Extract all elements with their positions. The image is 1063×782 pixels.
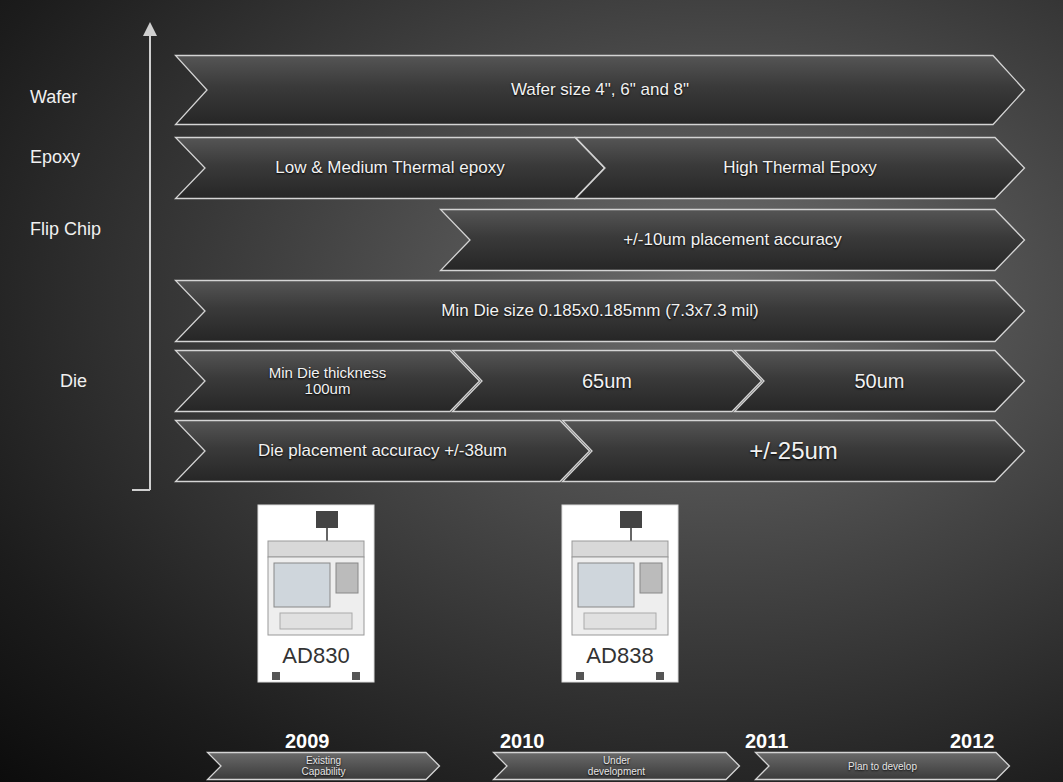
chevron-outline [176, 421, 590, 482]
chevron-text: Plan to develop [848, 761, 917, 772]
chevron-text: Min Die thickness 100um [253, 365, 403, 398]
chevron-outline [441, 210, 1025, 271]
chevron-text: +/-10um placement accuracy [623, 231, 842, 250]
chevron-outline [494, 753, 740, 780]
roadmap-chevron: 50um [734, 350, 1025, 412]
roadmap-chevron: +/-10um placement accuracy [440, 209, 1025, 271]
row-label: Epoxy [30, 148, 80, 168]
machine-name: AD830 [258, 644, 374, 668]
year-label: 2012 [950, 730, 995, 752]
chevron-outline [208, 753, 440, 780]
roadmap-chevron: Low & Medium Thermal epoxy [175, 137, 605, 199]
roadmap-chevron: Min Die thickness 100um [175, 350, 480, 412]
year-label: 2011 [745, 730, 788, 752]
chevron-text: Die placement accuracy +/-38um [258, 442, 507, 461]
machine-picture [258, 505, 374, 682]
chevron-text: 65um [582, 370, 632, 392]
roadmap-chevron: Wafer size 4", 6" and 8" [175, 55, 1025, 125]
chevron-outline [563, 421, 1025, 482]
phase-chevron: Existing Capability [207, 752, 440, 780]
chevron-text: Min Die size 0.185x0.185mm (7.3x7.3 mil) [441, 302, 758, 321]
roadmap-chevron: +/-25um [562, 420, 1025, 482]
phase-chevron: Under development [493, 752, 740, 780]
chevron-outline [176, 138, 605, 199]
row-label: Wafer [30, 88, 77, 108]
chevron-outline [176, 281, 1025, 342]
chevron-outline [453, 351, 762, 412]
chevron-text: Wafer size 4", 6" and 8" [511, 81, 689, 100]
row-label: Flip Chip [30, 220, 101, 240]
roadmap-chevron: Min Die size 0.185x0.185mm (7.3x7.3 mil) [175, 280, 1025, 342]
chevron-outline [735, 351, 1025, 412]
machine-name: AD838 [562, 644, 678, 668]
year-label: 2009 [285, 730, 330, 752]
chevron-text: +/-25um [749, 438, 838, 464]
machine-picture [562, 505, 678, 682]
roadmap-chevron: 65um [452, 350, 762, 412]
chevron-text: High Thermal Epoxy [723, 159, 877, 178]
row-label: Die [60, 372, 87, 392]
chevron-text: Existing Capability [289, 755, 359, 777]
year-label: 2010 [500, 730, 545, 752]
chevron-text: Under development [582, 755, 652, 777]
chevron-outline [756, 753, 1010, 780]
chevron-outline [176, 56, 1025, 125]
roadmap-chevron: Die placement accuracy +/-38um [175, 420, 590, 482]
roadmap-chevron: High Thermal Epoxy [575, 137, 1025, 199]
chevron-text: Low & Medium Thermal epoxy [275, 159, 504, 178]
chevron-text: 50um [854, 370, 904, 392]
chevron-outline [176, 351, 480, 412]
axis-arrow [132, 22, 157, 490]
phase-chevron: Plan to develop [755, 752, 1010, 780]
chevron-outline [576, 138, 1025, 199]
